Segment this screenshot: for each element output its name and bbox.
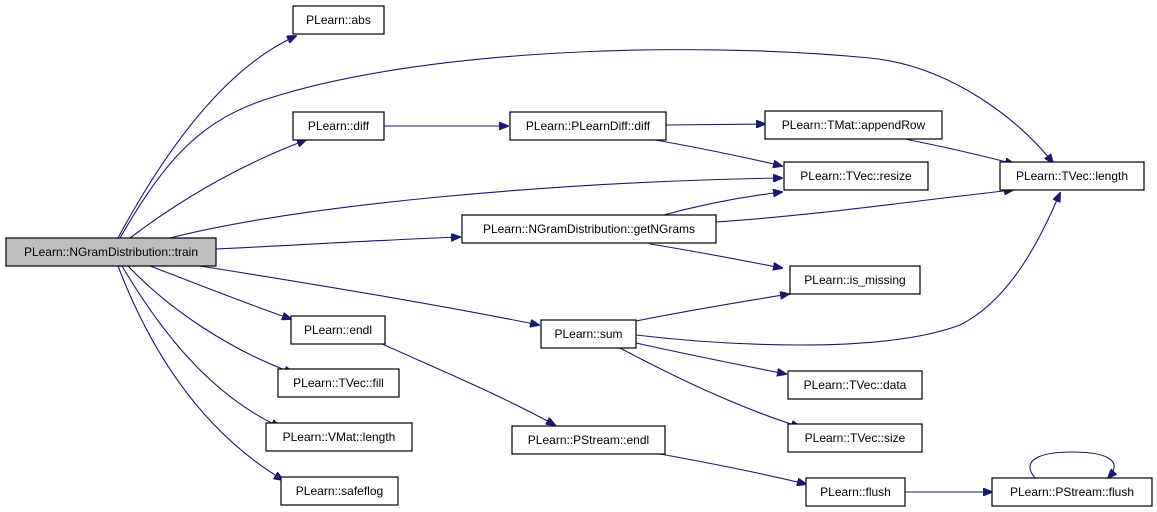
nodes: PLearn::NGramDistribution::train PLearn:…	[5, 5, 1153, 507]
node-label: PLearn::VMat::length	[283, 430, 396, 444]
node-label: PLearn::diff	[308, 119, 370, 133]
node-label: PLearn::TVec::resize	[800, 169, 912, 183]
node-label: PLearn::endl	[304, 323, 372, 337]
node-tvec-size[interactable]: PLearn::TVec::size	[787, 423, 923, 453]
edge-train-tveclength	[119, 49, 1053, 239]
node-label: PLearn::TVec::size	[805, 431, 906, 445]
node-tvec-data[interactable]: PLearn::TVec::data	[787, 370, 923, 400]
node-endl[interactable]: PLearn::endl	[290, 315, 386, 345]
node-label: PLearn::flush	[820, 485, 891, 499]
node-label: PLearn::sum	[554, 327, 622, 341]
edge-getngrams-ismissing	[649, 243, 782, 268]
node-is-missing[interactable]: PLearn::is_missing	[789, 265, 921, 295]
node-safeflog[interactable]: PLearn::safeflog	[280, 476, 399, 506]
edge-getngrams-tveclength	[715, 190, 1013, 223]
node-tvec-length[interactable]: PLearn::TVec::length	[999, 161, 1145, 191]
node-label: PLearn::TVec::fill	[293, 376, 384, 390]
node-getngrams[interactable]: PLearn::NGramDistribution::getNGrams	[461, 214, 717, 244]
edge-pdiff-appendrow	[665, 124, 765, 125]
node-train[interactable]: PLearn::NGramDistribution::train	[5, 237, 217, 267]
node-label: PLearn::abs	[306, 13, 371, 27]
edge-sum-data	[635, 342, 786, 374]
edge-train-endl	[149, 265, 291, 319]
edge-train-sum	[199, 265, 539, 325]
node-label: PLearn::PStream::flush	[1010, 485, 1134, 499]
node-diff[interactable]: PLearn::diff	[292, 111, 385, 141]
edge-endl-pstreamendl	[379, 342, 555, 425]
node-vmat-length[interactable]: PLearn::VMat::length	[265, 422, 413, 452]
edge-pstreamflush-self	[1029, 451, 1114, 478]
node-plearndiff-diff[interactable]: PLearn::PLearnDiff::diff	[509, 111, 667, 141]
edge-train-resize	[169, 178, 782, 239]
node-label: PLearn::NGramDistribution::train	[24, 245, 198, 259]
edge-appendrow-tveclength	[899, 137, 1014, 164]
edge-pstreamendl-flush	[659, 453, 806, 484]
node-label: PLearn::safeflog	[296, 484, 383, 498]
node-flush[interactable]: PLearn::flush	[805, 477, 906, 507]
node-label: PLearn::is_missing	[804, 273, 905, 287]
edge-train-abs	[117, 36, 296, 239]
node-label: PLearn::TVec::length	[1016, 169, 1128, 183]
edge-train-diff	[129, 140, 306, 239]
node-label: PLearn::TMat::appendRow	[782, 118, 926, 132]
node-abs[interactable]: PLearn::abs	[292, 5, 385, 35]
node-tvec-fill[interactable]: PLearn::TVec::fill	[277, 368, 400, 398]
edge-train-vmatlength	[121, 265, 280, 427]
node-label: PLearn::NGramDistribution::getNGrams	[483, 222, 695, 236]
node-label: PLearn::PLearnDiff::diff	[526, 119, 651, 133]
node-tmat-appendrow[interactable]: PLearn::TMat::appendRow	[764, 110, 943, 140]
node-pstream-endl[interactable]: PLearn::PStream::endl	[511, 425, 666, 455]
node-tvec-resize[interactable]: PLearn::TVec::resize	[783, 161, 929, 191]
edge-pdiff-resize	[649, 138, 782, 166]
node-label: PLearn::TVec::data	[804, 378, 907, 392]
node-label: PLearn::PStream::endl	[528, 433, 649, 447]
node-pstream-flush[interactable]: PLearn::PStream::flush	[991, 477, 1153, 507]
edge-getngrams-resize	[659, 192, 782, 217]
edge-train-getngrams	[215, 237, 460, 250]
edge-sum-tveclength	[635, 193, 1060, 346]
node-sum[interactable]: PLearn::sum	[540, 319, 637, 349]
edge-sum-size	[619, 347, 800, 427]
edge-train-fill	[127, 265, 293, 373]
edges	[117, 36, 1114, 492]
edge-sum-ismissing	[635, 294, 789, 322]
edge-train-safeflog	[117, 265, 283, 480]
